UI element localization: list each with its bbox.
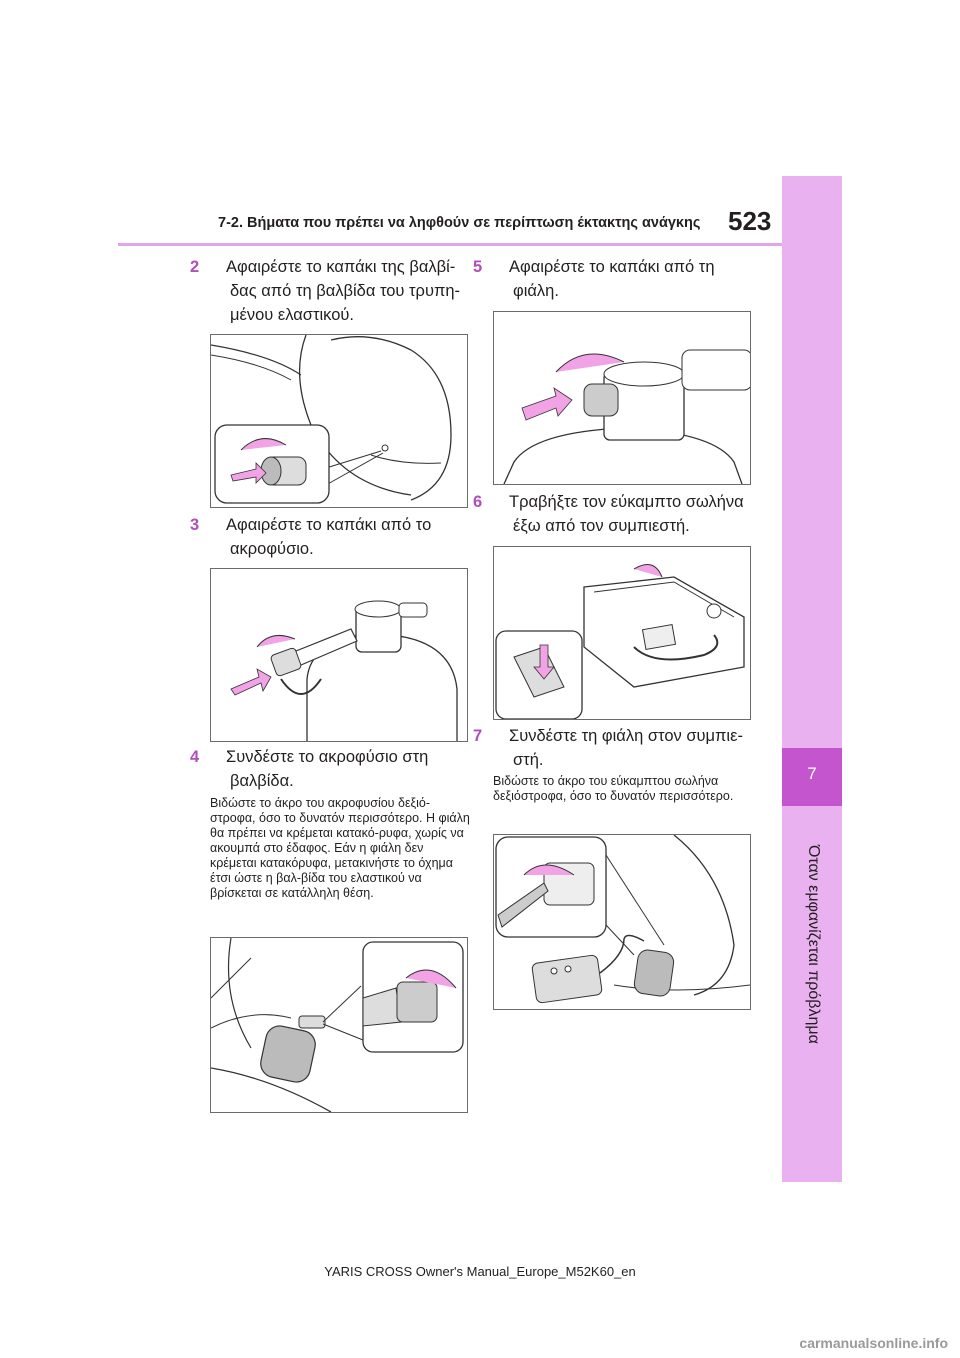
figure-connect-nozzle — [210, 937, 468, 1113]
step-number: 7 — [473, 727, 483, 745]
step-4: 4 Συνδέστε το ακροφύσιο στη βαλβίδα. — [190, 745, 472, 793]
step-text: Συνδέστε το ακροφύσιο στη βαλβίδα. — [226, 748, 429, 790]
step-6: 6 Τραβήξτε τον εύκαμπτο σωλήνα έξω από το… — [473, 490, 755, 538]
step-number: 6 — [473, 493, 483, 511]
watermark: carmanualsonline.info — [799, 1335, 948, 1351]
chapter-number-tab[interactable] — [782, 748, 842, 806]
manual-title: YARIS CROSS Owner's Manual_Europe_M52K60… — [324, 1264, 636, 1279]
step-text: Συνδέστε τη φιάλη στον συμπιε-στή. — [509, 727, 743, 769]
chapter-side-tab — [782, 176, 842, 1182]
step-text: Αφαιρέστε το καπάκι από τη φιάλη. — [509, 258, 715, 300]
connect-nozzle-illustration — [211, 938, 464, 1112]
figure-valve-cap — [210, 334, 468, 508]
figure-pull-hose — [493, 546, 751, 720]
connect-bottle-illustration — [495, 835, 750, 1004]
figure-nozzle-cap — [210, 568, 468, 742]
pull-hose-illustration — [495, 564, 745, 719]
step-5: 5 Αφαιρέστε το καπάκι από τη φιάλη. — [473, 255, 755, 303]
step-text: Αφαιρέστε το καπάκι της βαλβί-δας από τη… — [226, 258, 461, 324]
step-3: 3 Αφαιρέστε το καπάκι από το ακροφύσιο. — [190, 513, 472, 561]
section-title: 7-2. Βήματα που πρέπει να ληφθούν σε περ… — [218, 215, 701, 231]
step-text: Τραβήξτε τον εύκαμπτο σωλήνα έξω από τον… — [509, 493, 744, 535]
chapter-number: 7 — [807, 764, 817, 783]
step-number: 3 — [190, 516, 200, 534]
nozzle-cap-illustration — [230, 600, 458, 741]
page-number: 523 — [728, 206, 772, 236]
step-number: 5 — [473, 258, 483, 276]
step-text: Αφαιρέστε το καπάκι από το ακροφύσιο. — [226, 516, 432, 558]
figure-connect-bottle — [493, 834, 751, 1010]
bottle-cap-illustration — [503, 349, 750, 484]
valve-cap-illustration — [211, 335, 452, 504]
header-rule — [118, 243, 782, 246]
step-2: 2 Αφαιρέστε το καπάκι της βαλβί-δας από τ… — [190, 255, 472, 327]
chapter-title-text: Όταν εμφανίζεται πρόβλημα — [805, 845, 822, 1044]
step-number: 4 — [190, 748, 200, 766]
step-4-note: Βιδώστε το άκρο του ακροφυσίου δεξιό-στρ… — [210, 796, 470, 900]
step-number: 2 — [190, 258, 200, 276]
step-7: 7 Συνδέστε τη φιάλη στον συμπιε-στή. — [473, 724, 755, 772]
step-7-note: Βιδώστε το άκρο του εύκαμπτου σωλήνα δεξ… — [493, 774, 734, 803]
figure-bottle-cap — [493, 311, 751, 485]
chapter-title: Όταν εμφανίζεται πρόβλημα — [792, 845, 832, 1044]
